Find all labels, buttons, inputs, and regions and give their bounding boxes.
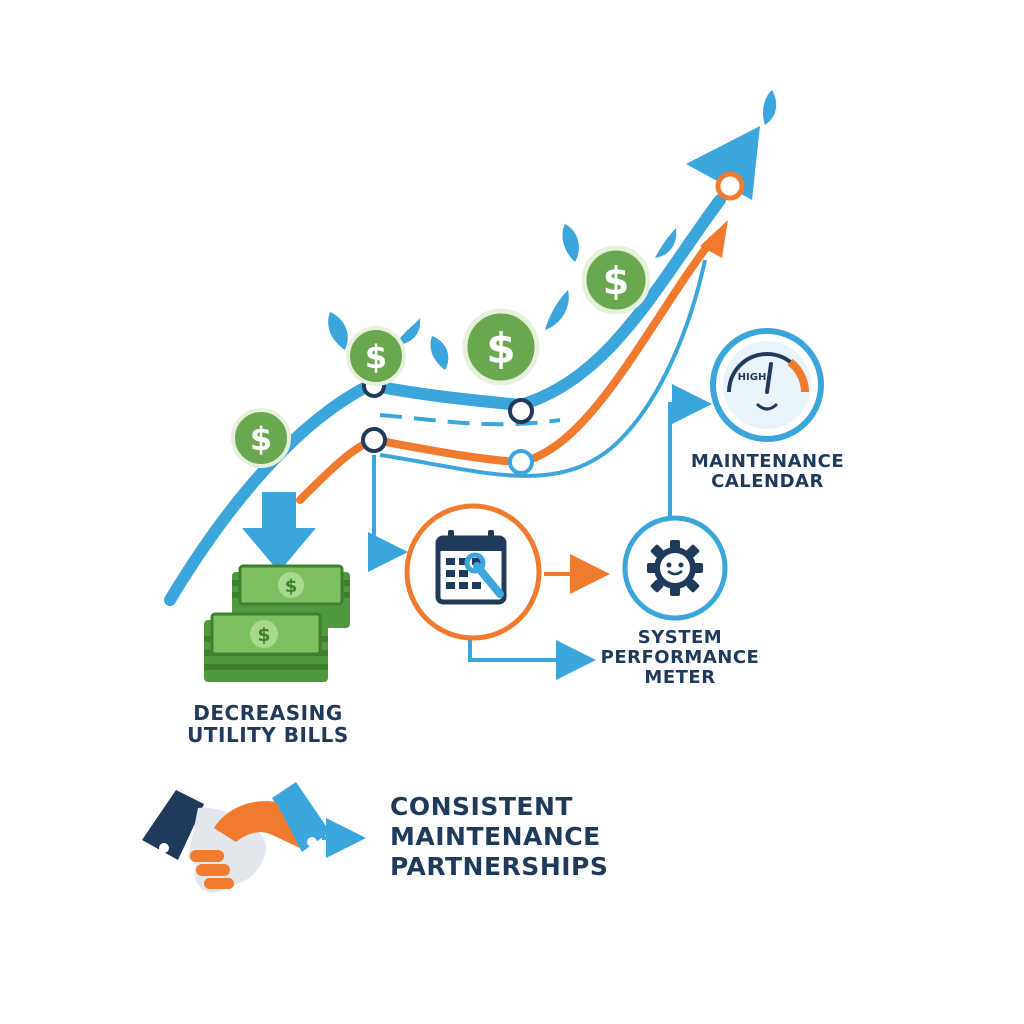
meter-label-line: PERFORMANCE bbox=[600, 647, 760, 669]
performance-gauge-icon: HIGH bbox=[710, 328, 824, 442]
coin-symbol: $ bbox=[486, 324, 515, 373]
dollar-coin-icon: $ bbox=[346, 326, 406, 386]
partnership-label-line: PARTNERSHIPS bbox=[390, 852, 609, 881]
meter-label: SYSTEM PERFORMANCE METER bbox=[595, 627, 765, 689]
calendar-label: MAINTENANCE CALENDAR bbox=[680, 451, 855, 493]
connector-line bbox=[668, 384, 712, 520]
partnership-label-line: MAINTENANCE bbox=[390, 822, 601, 851]
connector-line bbox=[468, 640, 596, 680]
blue-dashed-line bbox=[379, 413, 561, 427]
handshake-icon bbox=[142, 782, 330, 893]
coin-symbol: $ bbox=[250, 420, 272, 458]
trend-node bbox=[508, 398, 534, 424]
smiling-gear-icon bbox=[622, 515, 728, 621]
connector-line bbox=[368, 455, 408, 572]
orange-trend-arrowhead bbox=[700, 220, 728, 258]
orange-trend-line bbox=[296, 236, 716, 504]
calendar-wrench-icon bbox=[404, 503, 542, 641]
trend-node bbox=[361, 427, 387, 453]
gauge-scale-label: HIGH bbox=[738, 372, 767, 383]
bills-label-line: UTILITY BILLS bbox=[187, 723, 349, 748]
trend-node bbox=[715, 171, 745, 201]
meter-label-line: SYSTEM bbox=[637, 627, 723, 648]
partnership-label-line: CONSISTENT bbox=[390, 792, 573, 821]
blue-thin-line-lower bbox=[379, 259, 707, 478]
coin-symbol: $ bbox=[603, 259, 629, 303]
svg-text:$: $ bbox=[285, 576, 298, 597]
down-arrow-icon bbox=[242, 492, 316, 572]
dollar-coin-icon: $ bbox=[231, 408, 291, 468]
blue-trend-line bbox=[164, 194, 726, 606]
dollar-coin-icon: $ bbox=[462, 308, 540, 386]
coin-symbol: $ bbox=[365, 338, 387, 376]
calendar-label-line: CALENDAR bbox=[711, 471, 824, 493]
leaf-icon bbox=[328, 90, 777, 370]
bills-label: DECREASING UTILITY BILLS bbox=[168, 702, 368, 747]
partnership-label: CONSISTENT MAINTENANCE PARTNERSHIPS bbox=[390, 792, 608, 882]
bills-label-line: DECREASING bbox=[193, 701, 343, 725]
svg-text:$: $ bbox=[257, 624, 270, 646]
trend-node bbox=[508, 449, 534, 475]
meter-label-line: METER bbox=[644, 667, 716, 689]
cash-stack-icon: $ $ bbox=[204, 564, 350, 682]
dollar-coin-icon: $ bbox=[581, 245, 651, 315]
calendar-label-line: MAINTENANCE bbox=[690, 451, 845, 472]
